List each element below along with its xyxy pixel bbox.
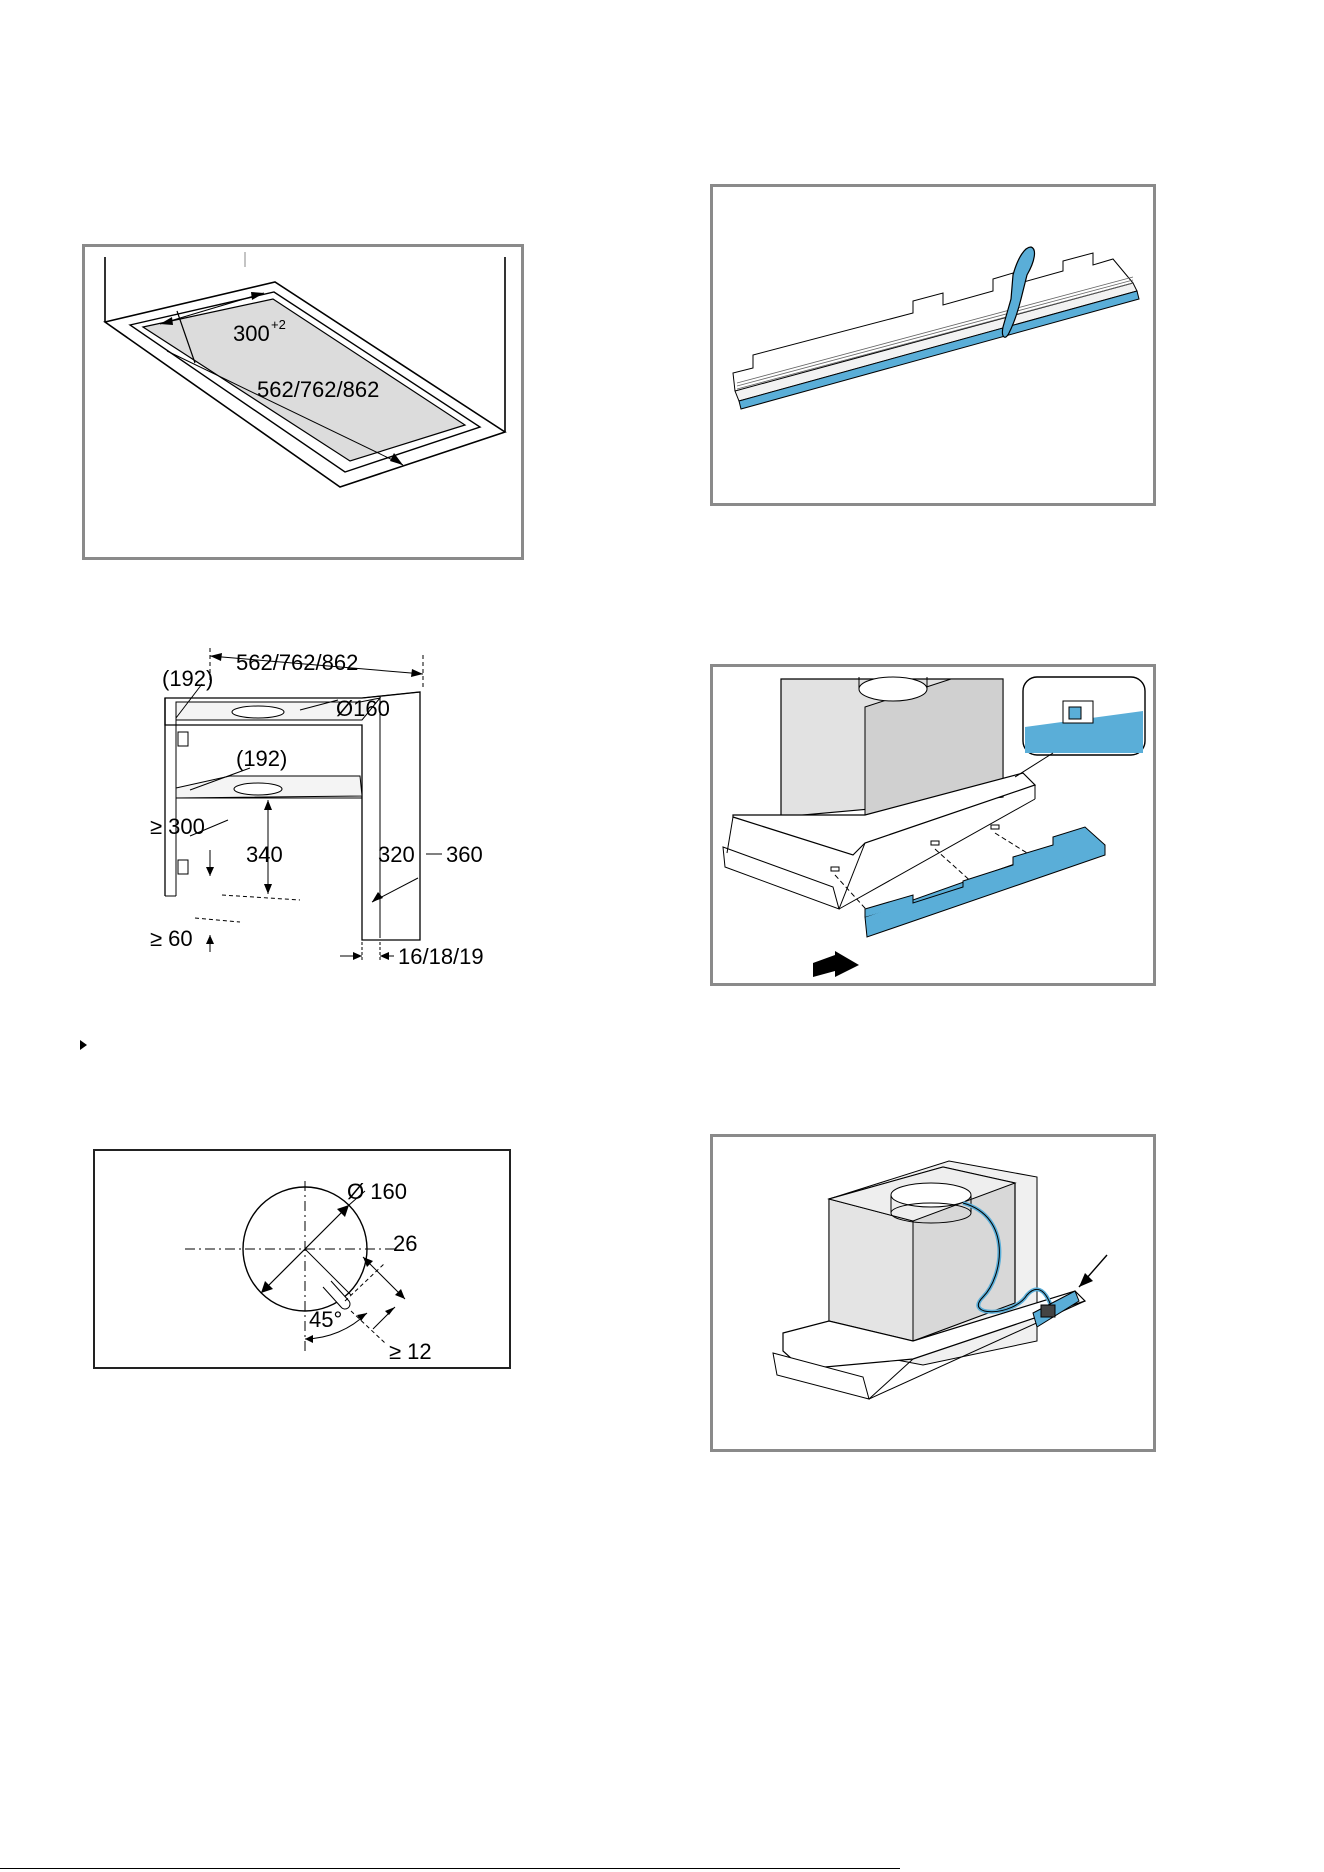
cabinet-340-label: 340: [246, 842, 283, 867]
figure-filter-mount: [710, 664, 1156, 986]
push-arrow-icon: [813, 951, 859, 977]
figure-cabinet-dimensions: 562/762/862 (192) Ø160 (192) ≥ 300 340 3…: [150, 640, 500, 970]
cutout-depth-label: 300: [233, 321, 270, 346]
hole-diameter-label: Ø 160: [347, 1179, 407, 1204]
cabinet-192-top-label: (192): [162, 666, 213, 691]
cabinet-192-mid-label: (192): [236, 746, 287, 771]
hole-template-drawing: Ø 160 26 45° ≥ 12: [95, 1151, 509, 1367]
bullet-marker-icon: [80, 1040, 87, 1050]
ceiling-cutout-drawing: 300 +2 562/762/862: [85, 247, 521, 557]
pointer-arrow-icon: [1079, 1273, 1093, 1287]
knife-strip-drawing: [713, 187, 1153, 503]
cabinet-320-label: 320: [378, 842, 415, 867]
footer-rule: [0, 1868, 900, 1869]
cutout-width-label: 562/762/862: [257, 377, 379, 402]
figure-ceiling-cutout: 300 +2 562/762/862: [82, 244, 524, 560]
footer-rule-segment: [877, 1868, 895, 1869]
cabinet-min-300-label: ≥ 300: [150, 814, 205, 839]
cabinet-min-60-label: ≥ 60: [150, 926, 193, 951]
filter-mount-drawing: [713, 667, 1153, 983]
cabinet-360-label: 360: [446, 842, 483, 867]
hole-angle-label: 45°: [309, 1307, 342, 1332]
figure-knife-strip: [710, 184, 1156, 506]
figure-plug-unit: [710, 1134, 1156, 1452]
plug-unit-drawing: [713, 1137, 1153, 1449]
cabinet-thickness-label: 16/18/19: [398, 944, 484, 969]
hole-min-12-label: ≥ 12: [389, 1339, 432, 1364]
cabinet-drawing: 562/762/862 (192) Ø160 (192) ≥ 300 340 3…: [150, 640, 500, 970]
cabinet-diameter-label: Ø160: [336, 696, 390, 721]
figure-hole-template: Ø 160 26 45° ≥ 12: [93, 1149, 511, 1369]
cabinet-width-label: 562/762/862: [236, 650, 358, 675]
cutout-depth-tolerance: +2: [271, 317, 286, 332]
hole-26-label: 26: [393, 1231, 417, 1256]
